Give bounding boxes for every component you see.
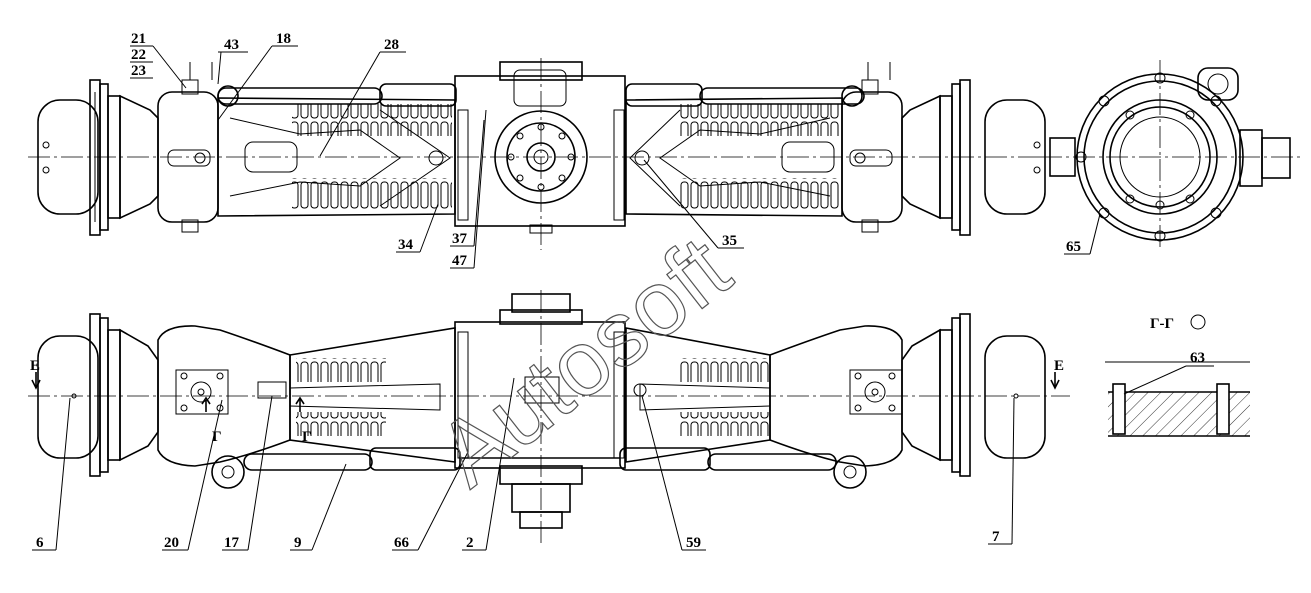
callout-7: 7 — [992, 529, 1000, 545]
callout-65: 65 — [1066, 239, 1081, 255]
callout-23: 23 — [131, 63, 146, 79]
callout-20: 20 — [164, 535, 179, 551]
callout-numbers: 21 22 23 43 18 28 34 37 47 35 65 6 20 17… — [30, 31, 1205, 551]
leader-lines — [32, 45, 1214, 551]
tie-rod-top — [217, 83, 865, 107]
callout-59: 59 — [686, 535, 701, 551]
left-axle-tube — [217, 97, 456, 217]
right-knuckle-front — [769, 325, 903, 489]
callout-43: 43 — [224, 37, 239, 53]
callout-22: 22 — [131, 47, 146, 63]
callout-2: 2 — [466, 535, 474, 551]
differential-top — [454, 61, 626, 234]
right-hub-front — [901, 313, 1046, 477]
callout-21: 21 — [131, 31, 146, 47]
differential-front — [454, 293, 647, 529]
section-title-g-g: Г-Г — [1150, 316, 1174, 332]
section-g-g — [1105, 314, 1250, 437]
section-mark-g-upper: Г — [212, 429, 222, 445]
side-view — [1040, 60, 1300, 250]
section-mark-g-lower: Г — [302, 429, 312, 445]
callout-35: 35 — [722, 233, 737, 249]
front-view — [28, 290, 1070, 545]
left-hub-front — [37, 313, 159, 477]
callout-17: 17 — [224, 535, 240, 551]
callout-6: 6 — [36, 535, 44, 551]
left-tube-front — [289, 327, 456, 463]
callout-66: 66 — [394, 535, 410, 551]
callout-34: 34 — [398, 237, 414, 253]
left-wheel-hub — [37, 79, 159, 236]
callout-47: 47 — [452, 253, 468, 269]
right-tube-front — [625, 327, 771, 463]
callout-63: 63 — [1190, 350, 1205, 366]
callout-28: 28 — [384, 37, 399, 53]
callout-18: 18 — [276, 31, 291, 47]
callout-37: 37 — [452, 231, 468, 247]
right-wheel-hub — [901, 79, 1046, 236]
callout-9: 9 — [294, 535, 302, 551]
section-mark-e-left: E — [30, 358, 40, 374]
tie-rod-front — [243, 447, 837, 471]
right-axle-tube — [625, 97, 843, 217]
left-knuckle-housing — [157, 62, 219, 233]
top-view — [28, 58, 1046, 250]
section-mark-e-right: E — [1054, 358, 1064, 374]
